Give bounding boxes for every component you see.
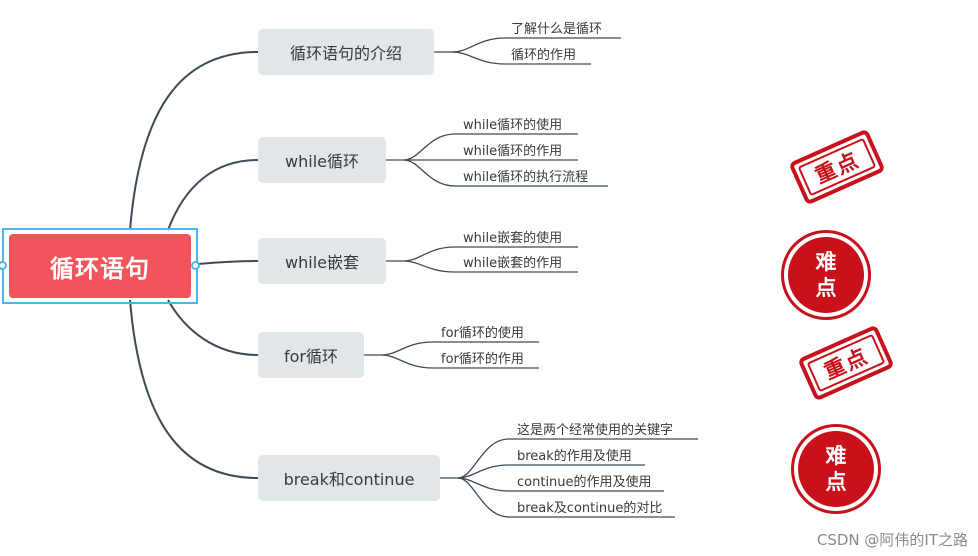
difficult-stamp-line-1: 难 [825, 444, 847, 468]
leaf-while-nested-purpose[interactable]: while嵌套的作用 [463, 256, 563, 271]
branch-for-loop[interactable]: for循环 [258, 332, 364, 378]
root-left-handle[interactable] [0, 261, 7, 270]
key-point-stamp-text: 重点 [811, 147, 864, 189]
leaf-break-usage[interactable]: break的作用及使用 [517, 449, 632, 464]
connector-root-branch-3 [197, 260, 259, 265]
difficult-point-stamp: 难 点 [781, 230, 871, 320]
connector-root-branch-1 [129, 51, 259, 231]
difficult-stamp-line-1: 难 [815, 250, 837, 274]
leaf-two-keywords[interactable]: 这是两个经常使用的关键字 [517, 423, 674, 438]
leaf-for-purpose[interactable]: for循环的作用 [441, 352, 524, 367]
leaf-for-usage[interactable]: for循环的使用 [441, 326, 524, 341]
root-node-selection[interactable]: 循环语句 [2, 228, 198, 304]
connector-root-branch-5 [129, 299, 259, 479]
leaf-loop-purpose[interactable]: 循环的作用 [511, 48, 577, 63]
difficult-stamp-line-2: 点 [815, 276, 837, 300]
key-point-stamp-text: 重点 [820, 343, 873, 385]
leaf-what-is-loop[interactable]: 了解什么是循环 [511, 22, 603, 37]
leaf-while-usage[interactable]: while循环的使用 [463, 118, 563, 133]
root-node[interactable]: 循环语句 [9, 234, 191, 298]
branch-break-continue[interactable]: break和continue [258, 455, 440, 501]
leaf-break-continue-compare[interactable]: break及continue的对比 [517, 501, 663, 516]
branch-while-nested[interactable]: while嵌套 [258, 238, 386, 284]
leaf-while-purpose[interactable]: while循环的作用 [463, 144, 563, 159]
difficult-stamp-line-2: 点 [825, 470, 847, 494]
connector-root-branch-2 [167, 159, 259, 231]
branch-while-loop[interactable]: while循环 [258, 137, 386, 183]
root-right-handle[interactable] [191, 261, 200, 270]
difficult-point-stamp: 难 点 [791, 424, 881, 514]
connector-root-branch-4 [167, 299, 259, 356]
leaf-continue-usage[interactable]: continue的作用及使用 [517, 475, 652, 490]
branch-loop-intro[interactable]: 循环语句的介绍 [258, 29, 434, 75]
leaf-while-flow[interactable]: while循环的执行流程 [463, 170, 589, 185]
watermark: CSDN @阿伟的IT之路 [816, 531, 968, 549]
leaf-while-nested-usage[interactable]: while嵌套的使用 [463, 231, 563, 246]
